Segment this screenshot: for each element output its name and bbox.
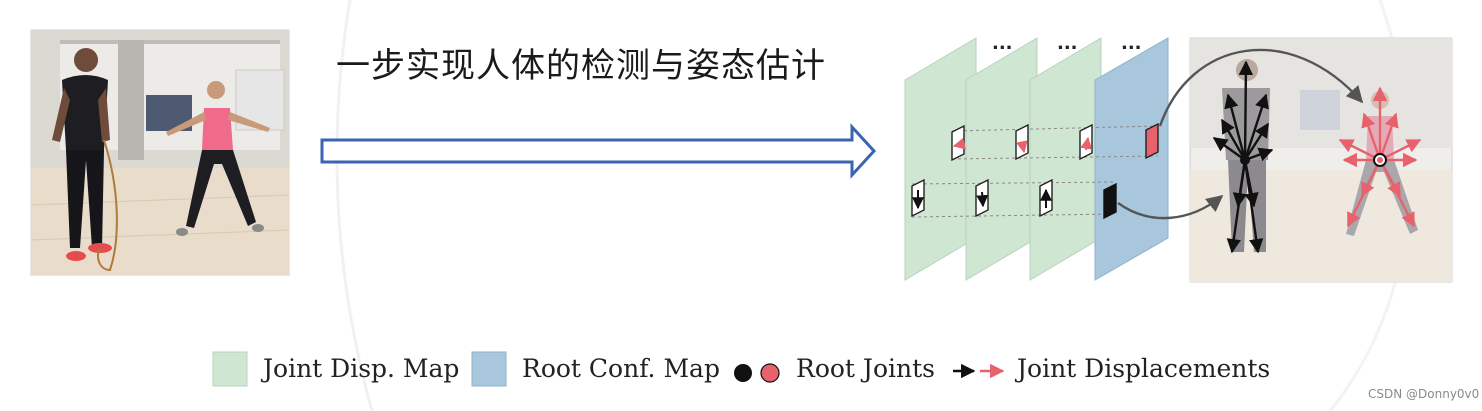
map-dots-3: ... [1121,33,1142,54]
watermark: CSDN @Donny0v0 [1368,387,1480,401]
legend-label-joint-displacements: Joint Displacements [1017,354,1271,383]
map-dots-2: ... [1057,33,1078,54]
root-conf-map [1094,37,1169,281]
legend-red-joint [760,363,780,383]
diagram-title: 一步实现人体的检测与姿态估计 [336,46,826,86]
curve-arrow-red-root [1158,48,1364,127]
red-displacement-arrows [1338,86,1422,228]
black-root-cell [1103,182,1117,220]
legend-label-root-conf-map: Root Conf. Map [522,354,720,383]
legend-swatch-joint-disp-map [212,351,248,387]
legend-swatch-root-conf-map [471,351,507,387]
lower-cells [911,178,1117,220]
red-root-joint-center [1377,157,1383,163]
legend-label-joint-disp-map: Joint Disp. Map [263,354,460,383]
dashed-guides [911,125,1159,218]
curve-arrow-black-root [1117,194,1224,220]
map-dots-1: ... [992,33,1013,54]
background-arc [335,0,374,411]
legend-black-joint [734,364,752,382]
joint-disp-map-3 [1029,37,1102,281]
red-root-cell [1145,122,1159,160]
big-hollow-arrow [320,123,877,179]
legend-label-root-joints: Root Joints [796,354,935,383]
upper-cells [951,122,1159,162]
black-root-joint [1240,155,1250,165]
input-photo [30,29,290,276]
